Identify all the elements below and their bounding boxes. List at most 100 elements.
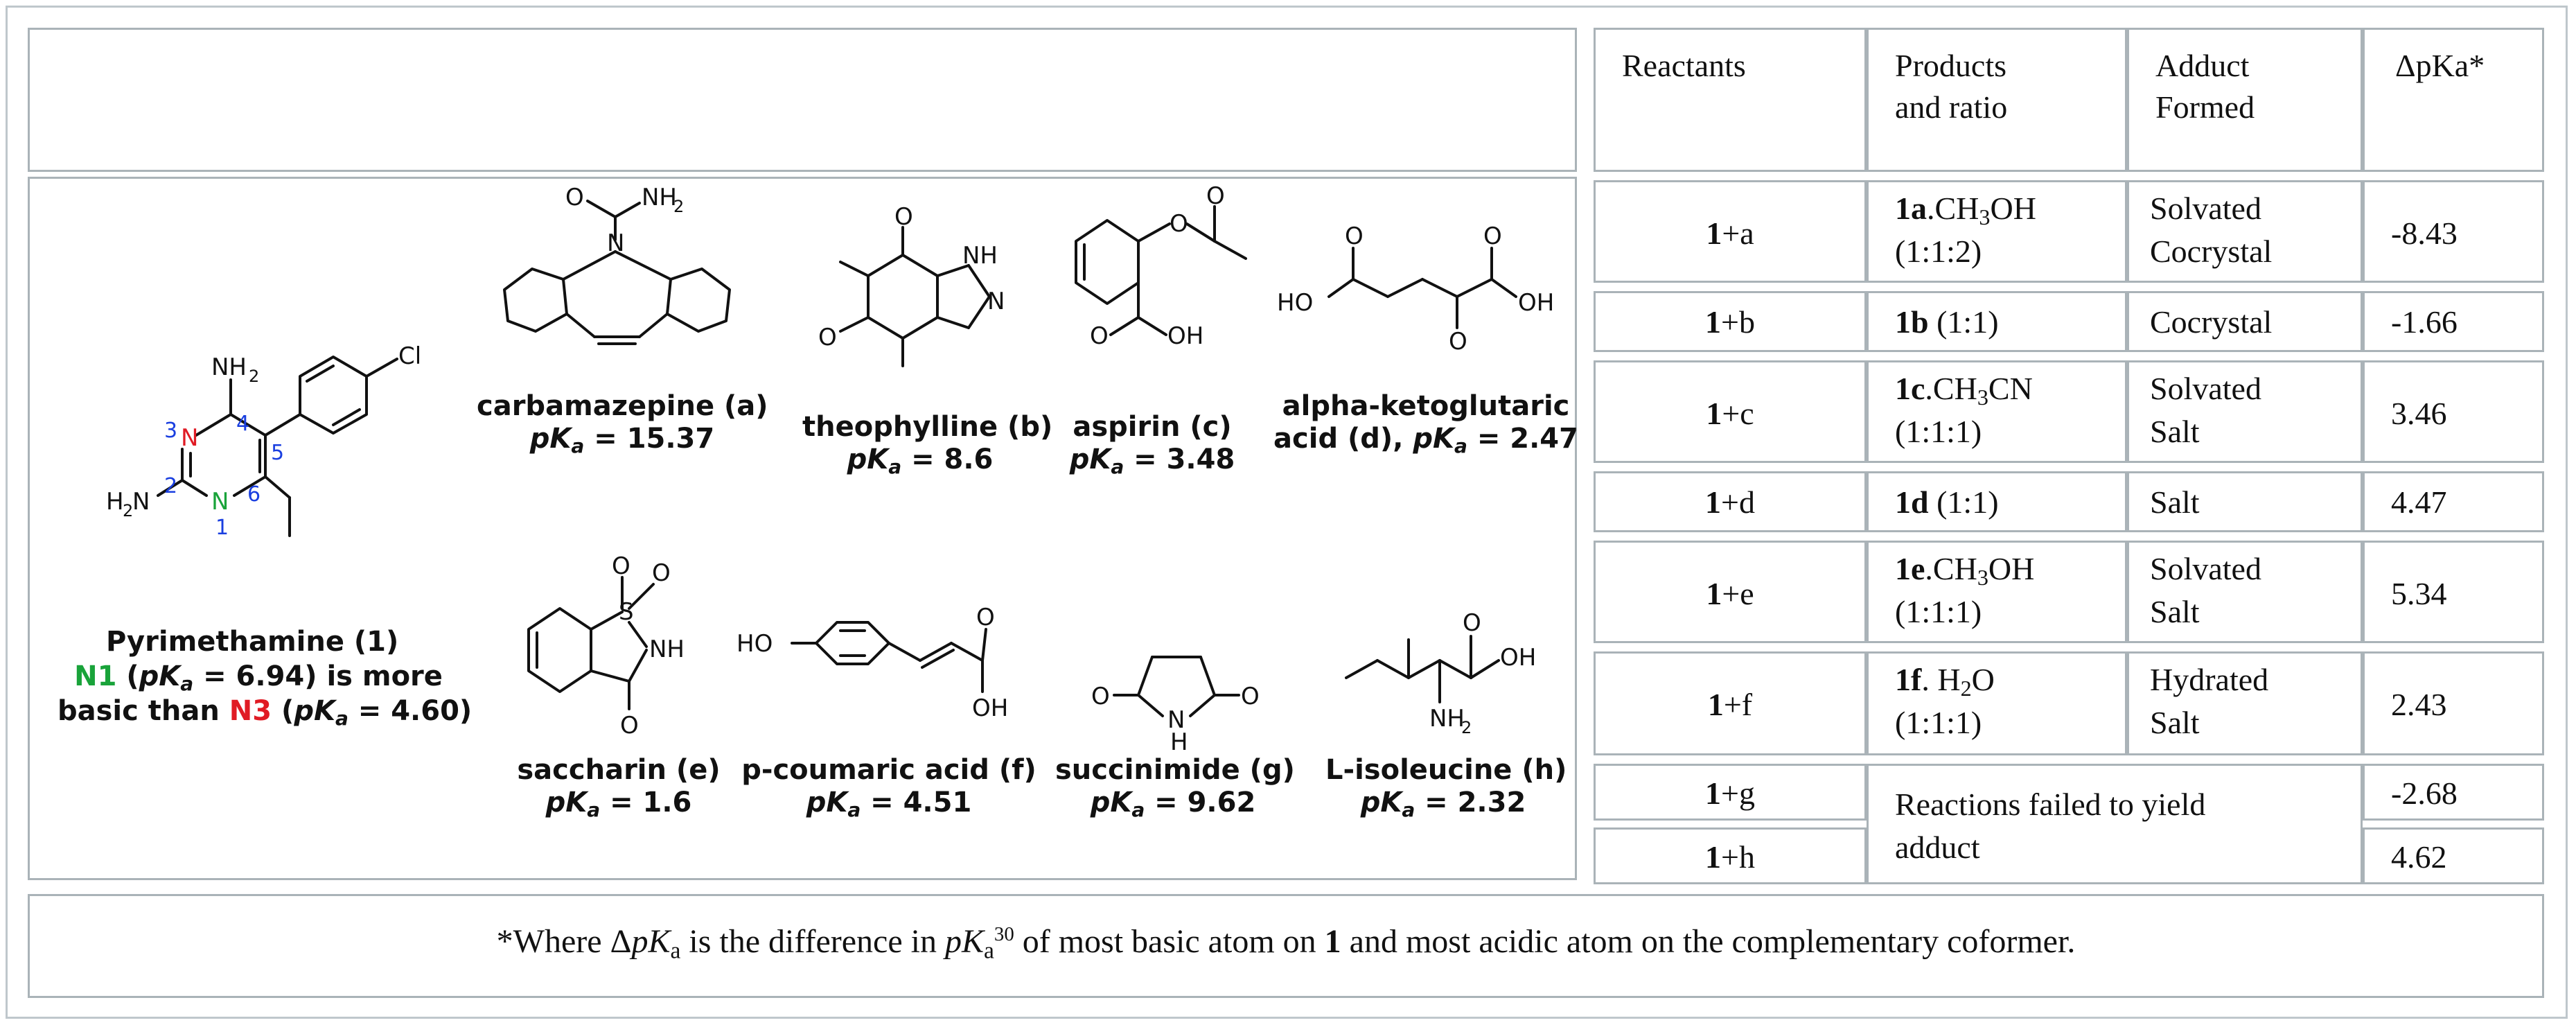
name-continuation: acid (d), bbox=[1273, 423, 1413, 455]
theophylline-pka: pKa = 8.6 bbox=[802, 444, 1038, 478]
carbamazepine-pka: pKa = 15.37 bbox=[477, 423, 768, 457]
reactant-label: +h bbox=[1721, 839, 1755, 875]
cl-atom-label: Cl bbox=[398, 342, 421, 370]
pk-subscript: a bbox=[335, 707, 349, 730]
product-label: O bbox=[1971, 662, 1995, 697]
text: ( bbox=[116, 660, 139, 692]
pk-subscript: a bbox=[587, 798, 601, 821]
pk-symbol: pK bbox=[545, 787, 588, 818]
table-row: 1+b bbox=[1594, 291, 1867, 352]
atom-number-1: 1 bbox=[215, 516, 229, 540]
text: ( bbox=[272, 695, 294, 727]
adduct-label: Cocrystal bbox=[2150, 304, 2273, 340]
pka-value: = 8.6 bbox=[901, 444, 994, 475]
atom-number-6: 6 bbox=[247, 482, 261, 507]
reactant-label: +g bbox=[1721, 776, 1755, 811]
pk-subscript: a bbox=[847, 798, 861, 821]
product-cell: 1e.CH3OH(1:1:1) bbox=[1867, 541, 2127, 643]
product-cell: 1a.CH3OH(1:1:2) bbox=[1867, 180, 2127, 283]
pk-subscript: a bbox=[888, 455, 902, 478]
n-atom-label: N bbox=[1167, 706, 1185, 734]
pk-symbol: pK bbox=[139, 660, 181, 692]
compound-number: 1 bbox=[1324, 923, 1341, 960]
atom-number-5: 5 bbox=[271, 441, 284, 465]
pk-symbol: pK bbox=[806, 787, 848, 818]
product-label: .CH bbox=[1927, 191, 1979, 226]
reactant-label: +f bbox=[1723, 687, 1753, 722]
text: is the difference in bbox=[680, 923, 945, 960]
pyrimethamine-line1: N1 (pKa = 6.94) is more bbox=[64, 660, 452, 695]
product-label: CN bbox=[1988, 371, 2033, 406]
table-row: 1+c bbox=[1594, 360, 1867, 463]
product-bold: 1a bbox=[1895, 191, 1927, 226]
nh2-atom-label: NH bbox=[211, 353, 247, 381]
nh-atom-label: NH bbox=[962, 242, 998, 270]
adduct-label: Salt bbox=[2150, 484, 2200, 520]
nh2-atom-label: NH bbox=[1429, 705, 1465, 733]
reactant-label: +b bbox=[1721, 304, 1755, 340]
dpka-value: 5.34 bbox=[2391, 576, 2447, 611]
reactant-label: +c bbox=[1722, 396, 1754, 431]
reactant-bold: 1 bbox=[1707, 687, 1724, 722]
pka-value: = 3.48 bbox=[1124, 444, 1235, 475]
pk-symbol: pK bbox=[945, 923, 985, 960]
pk-subscript: a bbox=[1454, 435, 1467, 457]
structures-header-panel bbox=[28, 28, 1577, 172]
header-label: ΔpKa* bbox=[2395, 48, 2485, 83]
reference-superscript: 30 bbox=[994, 923, 1014, 945]
failed-text: Reactions failed to yield bbox=[1895, 787, 2206, 822]
oh-atom-label: OH bbox=[1167, 322, 1203, 350]
nh2-subscript: 2 bbox=[673, 197, 684, 216]
p-coumaric-acid-name: p-coumaric acid (f) bbox=[741, 754, 1036, 786]
product-bold: 1d bbox=[1895, 484, 1929, 520]
succinimide-pka: pKa = 9.62 bbox=[1055, 787, 1291, 821]
o-atom-label: O bbox=[1091, 683, 1110, 710]
alpha-ketoglutaric-name: alpha-ketoglutaric bbox=[1282, 390, 1570, 422]
pka-value: = 4.51 bbox=[861, 787, 972, 818]
dpka-cell: 4.47 bbox=[2363, 471, 2544, 532]
pk-subscript: a bbox=[1131, 798, 1145, 821]
o-atom-label: O bbox=[818, 324, 837, 351]
product-ratio: (1:1:1) bbox=[1895, 414, 1982, 449]
pk-symbol: pK bbox=[1069, 444, 1111, 475]
o-atom-label: O bbox=[1463, 609, 1481, 637]
theophylline-name: theophylline (b) bbox=[802, 411, 1053, 443]
text: of most basic atom on bbox=[1014, 923, 1325, 960]
pk-symbol: pK bbox=[294, 695, 335, 727]
l-isoleucine-pka: pKa = 2.32 bbox=[1325, 787, 1561, 821]
product-label: .CH bbox=[1925, 371, 1977, 406]
saccharin-name: saccharin (e) bbox=[517, 754, 721, 786]
product-label: . H bbox=[1921, 662, 1961, 697]
o-atom-label: O bbox=[894, 203, 913, 231]
product-cell: 1d (1:1) bbox=[1867, 471, 2127, 532]
header-label: Formed bbox=[2155, 89, 2255, 125]
carbamazepine-name: carbamazepine (a) bbox=[477, 390, 768, 422]
pk-subscript: a bbox=[571, 435, 585, 457]
header-label: Adduct bbox=[2155, 48, 2250, 83]
product-label: OH bbox=[1988, 551, 2035, 586]
adduct-label: Salt bbox=[2150, 594, 2200, 629]
text: basic than bbox=[58, 695, 229, 727]
o-atom-label: O bbox=[620, 712, 639, 739]
o-atom-label: O bbox=[1090, 322, 1109, 350]
o-atom-label: O bbox=[976, 604, 995, 631]
pka-value: = 2.47 bbox=[1467, 423, 1578, 455]
text: and most acidic atom on the complementar… bbox=[1341, 923, 2076, 960]
o-atom-label: O bbox=[1449, 328, 1467, 356]
pyrimethamine-structure: NH 2 Cl N N H 2 N 3 4 5 6 2 1 bbox=[106, 342, 421, 540]
dpka-cell: -8.43 bbox=[2363, 180, 2544, 283]
dpka-value: 4.47 bbox=[2391, 484, 2447, 520]
p-coumaric-acid-structure: HO O OH bbox=[736, 604, 1008, 722]
nh2-subscript: 2 bbox=[1461, 718, 1472, 737]
table-row: 1+a bbox=[1594, 180, 1867, 283]
pk-subscript: a bbox=[670, 938, 681, 964]
table-row: 1+f bbox=[1594, 651, 1867, 755]
product-cell: 1c.CH3CN(1:1:1) bbox=[1867, 360, 2127, 463]
reactant-bold: 1 bbox=[1706, 396, 1722, 431]
pka-value: = 15.37 bbox=[584, 423, 715, 455]
pk-symbol: pK bbox=[1090, 787, 1132, 818]
ho-atom-label: HO bbox=[1277, 289, 1313, 317]
